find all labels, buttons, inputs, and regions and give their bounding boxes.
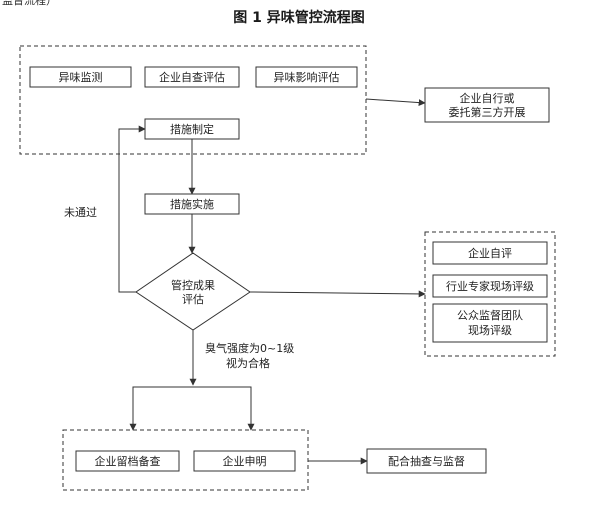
box-enterprise-or-third-party: 企业自行或 委托第三方开展 [424, 87, 550, 123]
figure-title: 图 1 异味管控流程图 [233, 10, 365, 26]
box-odor-monitoring: 异味监测 [29, 66, 132, 88]
box-measure-implementation-label: 措施实施 [170, 197, 214, 211]
diamond-label-line1: 管控成果 [171, 278, 215, 292]
arrow-group-to-enterprise [365, 98, 426, 107]
box-public-team: 公众监督团队 现场评级 [432, 303, 548, 343]
box-public-team-line1: 公众监督团队 [457, 308, 523, 322]
box-filing-label: 企业留档备查 [95, 454, 161, 468]
box-inspection-label: 配合抽查与监督 [388, 454, 465, 468]
box-impact-assessment-label: 异味影响评估 [274, 71, 340, 84]
box-measure-implementation: 措施实施 [144, 193, 240, 215]
box-enterprise-line1: 企业自行或 [460, 91, 515, 105]
box-impact-assessment: 异味影响评估 [255, 66, 358, 88]
box-self-evaluation: 企业自评 [432, 241, 548, 265]
box-expert-evaluation-label: 行业专家现场评级 [446, 279, 534, 293]
box-inspection: 配合抽查与监督 [366, 448, 487, 474]
label-criterion-line2: 视为合格 [226, 356, 270, 370]
box-measure-formulation-label: 措施制定 [170, 122, 214, 136]
box-measure-formulation: 措施制定 [144, 118, 240, 140]
top-fragment-text: 监督流程） [2, 0, 57, 7]
label-not-passed: 未通过 [64, 206, 97, 219]
box-public-team-line2: 现场评级 [468, 323, 512, 337]
branch-line [132, 386, 252, 430]
group-evaluation-dashed [424, 231, 556, 357]
box-self-check-label: 企业自查评估 [159, 70, 225, 84]
box-self-evaluation-label: 企业自评 [468, 246, 512, 260]
label-criterion-line1: 臭气强度为0~1级 [205, 341, 294, 355]
diamond-label-line2: 评估 [182, 293, 204, 306]
box-declaration-label: 企业申明 [223, 454, 267, 468]
box-expert-evaluation: 行业专家现场评级 [432, 274, 548, 298]
arrow-not-passed-loop [118, 125, 146, 293]
box-odor-monitoring-label: 异味监测 [59, 71, 103, 84]
arrow-evaluation-to-experts [249, 290, 426, 298]
group-assessment-dashed [19, 45, 367, 155]
box-enterprise-line2: 委托第三方开展 [449, 105, 526, 119]
box-self-check: 企业自查评估 [144, 66, 240, 88]
diamond-effect-evaluation: 管控成果 评估 [135, 252, 251, 331]
box-filing: 企业留档备查 [75, 450, 180, 472]
box-declaration: 企业申明 [193, 450, 296, 472]
group-result-dashed [62, 429, 309, 491]
